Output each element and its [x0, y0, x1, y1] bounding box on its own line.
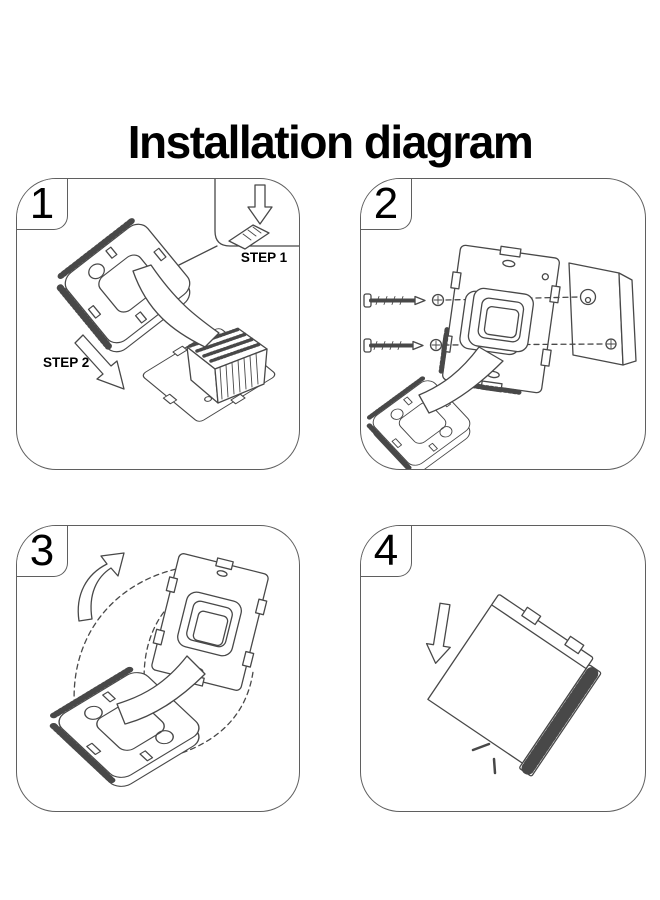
mounting-frame — [151, 553, 269, 691]
mount-down-arrow-icon — [425, 602, 451, 664]
press-down-arrow-icon — [247, 184, 273, 225]
click-marks — [471, 742, 497, 775]
step-1-label: STEP 1 — [240, 250, 288, 265]
panel-2-number-tab: 2 — [361, 179, 412, 230]
panel-1-number-tab: 1 — [17, 179, 68, 230]
front-cover — [55, 216, 195, 358]
switch-front — [427, 594, 602, 777]
step-2-label: STEP 2 — [43, 355, 90, 370]
wall-box — [568, 262, 637, 366]
panel-4-illustration — [425, 594, 602, 777]
panel-1-number: 1 — [29, 179, 55, 228]
leader-line — [178, 245, 218, 266]
panel-step-2: 2 — [360, 178, 646, 470]
panel-4-number-tab: 4 — [361, 526, 412, 577]
ribbon-cable — [116, 655, 206, 725]
panel-3-number: 3 — [29, 526, 55, 575]
rotate-up-arrow-icon — [77, 552, 125, 622]
panel-1-illustration — [17, 179, 299, 422]
panel-3-number-tab: 3 — [17, 526, 68, 577]
ribbon-cable — [132, 264, 220, 348]
page-title: Installation diagram — [127, 115, 534, 168]
panel-step-1: 1 STEP 1 STEP 2 — [16, 178, 300, 470]
panel-4-number: 4 — [373, 526, 399, 575]
press-clip-inset — [178, 179, 299, 266]
panel-step-4: 4 — [360, 525, 646, 812]
slide-out-arrow-icon — [74, 334, 125, 390]
panel-2-illustration — [361, 244, 637, 469]
panel-3-illustration — [17, 552, 269, 792]
ribbon-cable — [418, 346, 504, 414]
panel-2-number: 2 — [373, 179, 399, 228]
switch-module — [459, 287, 534, 356]
panel-step-3: 3 — [16, 525, 300, 812]
